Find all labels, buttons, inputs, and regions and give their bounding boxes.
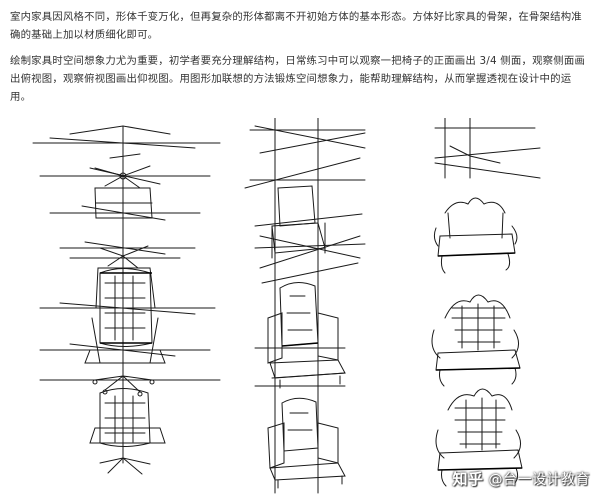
furniture-sketch-illustration xyxy=(32,118,541,494)
office-chair-sketch-column xyxy=(32,125,221,475)
watermark-author: @台一设计教育 xyxy=(488,472,590,488)
armchair-sketch-column xyxy=(244,118,366,494)
practice-paragraph: 绘制家具时空间想象力尤为重要，初学者要充分理解结构，日常练习中可以观察一把椅子的… xyxy=(10,55,586,103)
ink-accents xyxy=(100,252,523,471)
zhihu-watermark: 知乎 @台一设计教育 xyxy=(453,468,590,489)
intro-paragraph: 室内家具因风格不同，形体千变万化，但再复杂的形体都离不开初始方体的基本形态。方体… xyxy=(10,11,582,41)
zhihu-logo: 知乎 xyxy=(452,470,484,488)
baroque-chair-sketch-column xyxy=(431,118,541,487)
